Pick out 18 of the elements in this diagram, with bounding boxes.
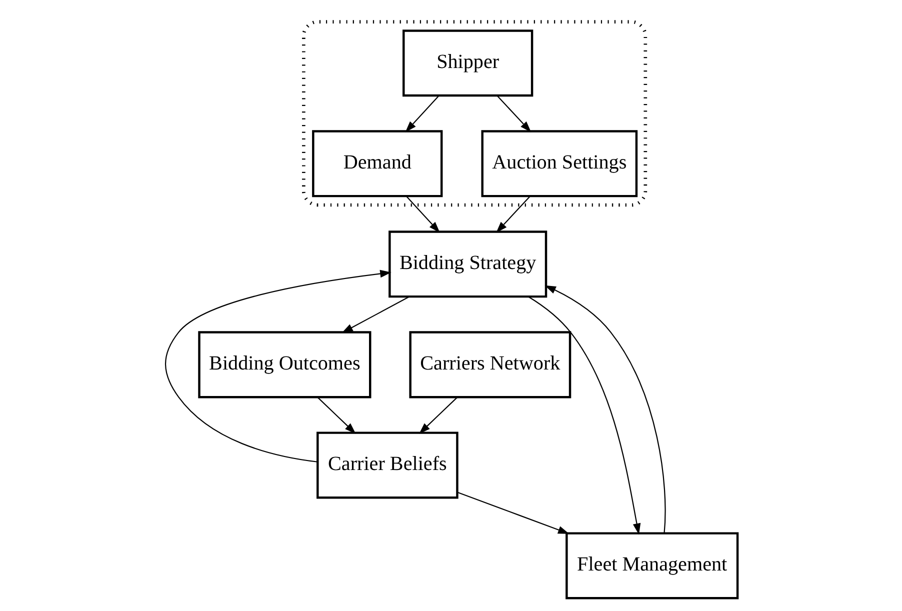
arrow [164,270,391,462]
node-box: Bidding Strategy [388,230,547,298]
node-box: Shipper [402,30,533,97]
arrow [418,396,458,434]
arrow [544,285,666,533]
arrow [496,96,531,132]
node-box: Bidding Outcomes [198,331,371,398]
arrow [316,396,356,434]
node-box: Carrier Beliefs [316,432,458,499]
cluster [302,20,647,207]
arrow [341,296,410,333]
node-box: Demand [312,130,442,198]
arrow [456,492,569,534]
arrow [404,96,439,132]
node-box: Fleet Management [565,532,738,600]
node-box: Auction Settings [480,130,638,198]
node-box: Carriers Network [408,331,571,398]
arrow [528,296,640,535]
